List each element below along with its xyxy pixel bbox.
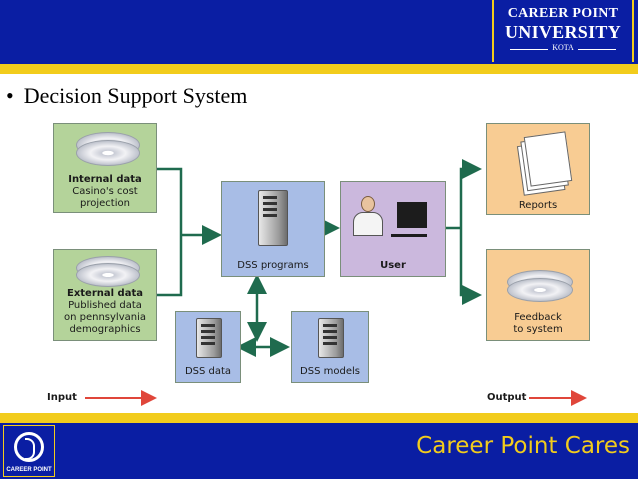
dss-diagram: Internal data Casino's cost projection E… <box>35 117 592 407</box>
external-data-box: External data Published data on pennsylv… <box>53 249 157 341</box>
user-box: User <box>340 181 446 277</box>
logo-rule-left <box>510 49 548 50</box>
slide-title: Decision Support System <box>23 83 248 108</box>
dss-models-label: DSS models <box>300 366 360 377</box>
disc-icon <box>507 278 573 302</box>
diagram-arrows <box>85 159 587 406</box>
career-point-logo: CAREER POINT <box>3 425 55 477</box>
footer-accent-stripe <box>0 413 638 423</box>
external-data-title: External data <box>67 288 143 299</box>
feedback-line1: Feedback <box>514 312 562 323</box>
reports-icon <box>523 131 573 187</box>
feedback-box: Feedback to system <box>486 249 590 341</box>
footer-tagline: Career Point Cares <box>416 433 630 459</box>
cp-logo-text: CAREER POINT <box>6 467 52 473</box>
university-name-line2: UNIVERSITY <box>504 22 622 42</box>
logo-rule-right <box>578 49 616 50</box>
footer-bar <box>0 423 638 479</box>
university-name-line1: CAREER POINT <box>507 6 619 21</box>
arrow-to-reports <box>459 159 482 228</box>
external-data-line2: on pennsylvania <box>63 312 146 323</box>
reports-box: Reports <box>486 123 590 215</box>
header-accent-stripe <box>0 64 638 74</box>
university-logo: CAREER POINT UNIVERSITY KOTA <box>492 0 634 62</box>
arrow-internal-data <box>157 167 183 235</box>
disc-icon <box>76 140 140 166</box>
internal-data-line2: projection <box>80 198 130 209</box>
input-label: Input <box>47 392 77 403</box>
monitor-icon <box>397 202 427 228</box>
output-label: Output <box>487 392 527 403</box>
user-body-icon <box>353 212 383 236</box>
reports-label: Reports <box>518 200 558 211</box>
user-head-icon <box>361 196 375 212</box>
server-icon <box>258 190 288 246</box>
arrow-external-data <box>157 235 183 297</box>
university-city: KOTA <box>552 43 574 52</box>
server-icon <box>196 318 222 358</box>
bullet-dot: • <box>6 83 14 108</box>
feedback-line2: to system <box>513 324 563 335</box>
dss-data-box: DSS data <box>175 311 241 383</box>
disc-icon <box>76 263 140 287</box>
internal-data-title: Internal data <box>68 174 142 185</box>
server-icon <box>318 318 344 358</box>
internal-data-box: Internal data Casino's cost projection <box>53 123 157 213</box>
external-data-line3: demographics <box>69 324 141 335</box>
slide-bullet-point: • Decision Support System <box>6 83 247 109</box>
arrow-to-feedback <box>459 228 482 305</box>
dss-programs-label: DSS programs <box>237 260 309 271</box>
dss-data-label: DSS data <box>184 366 232 377</box>
dss-programs-box: DSS programs <box>221 181 325 277</box>
internal-data-line1: Casino's cost <box>72 186 138 197</box>
dss-models-box: DSS models <box>291 311 369 383</box>
monitor-base-icon <box>391 234 427 237</box>
external-data-line1: Published data <box>68 300 142 311</box>
cp-logo-icon <box>14 432 44 462</box>
user-label: User <box>380 260 406 271</box>
